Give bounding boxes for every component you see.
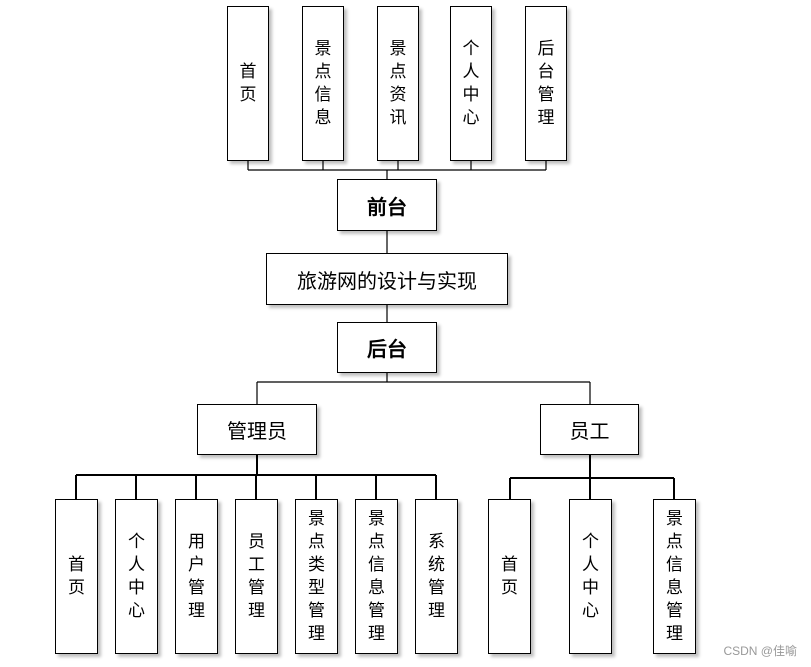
back-node: 后台 [337, 322, 437, 373]
staff-label: 员工 [569, 419, 610, 443]
admin-module-box: 用户管理 [175, 499, 218, 654]
front-module-box: 后台管理 [525, 6, 567, 161]
system-title: 旅游网的设计与实现 [297, 268, 477, 293]
watermark: CSDN @佳喻 [723, 644, 797, 658]
staff-node: 员工 [540, 404, 639, 455]
staff-module-label: 个人中心 [582, 531, 599, 621]
front-module-label: 景点资讯 [389, 38, 407, 128]
front-module-box: 景点资讯 [377, 6, 419, 161]
admin-module-label: 首页 [68, 554, 85, 598]
admin-node: 管理员 [197, 404, 317, 455]
front-node: 前台 [337, 179, 437, 231]
front-module-box: 首页 [227, 6, 269, 161]
admin-module-box: 景点类型管理 [295, 499, 338, 654]
admin-module-label: 景点类型管理 [308, 508, 325, 644]
admin-module-label: 员工管理 [248, 531, 265, 621]
admin-module-box: 员工管理 [235, 499, 278, 654]
staff-module-box: 景点信息管理 [653, 499, 696, 654]
back-label: 后台 [367, 337, 407, 361]
admin-module-label: 用户管理 [188, 531, 205, 621]
staff-module-box: 首页 [488, 499, 531, 654]
front-module-label: 个人中心 [462, 38, 480, 128]
admin-module-box: 首页 [55, 499, 98, 654]
front-module-box: 景点信息 [302, 6, 344, 161]
admin-module-box: 个人中心 [115, 499, 158, 654]
staff-module-label: 首页 [501, 554, 518, 598]
admin-module-box: 系统管理 [415, 499, 458, 654]
front-module-label: 后台管理 [537, 38, 555, 128]
admin-module-box: 景点信息管理 [355, 499, 398, 654]
admin-module-label: 系统管理 [428, 531, 445, 621]
admin-module-label: 景点信息管理 [368, 508, 385, 644]
front-module-label: 首页 [239, 61, 257, 105]
system-title-node: 旅游网的设计与实现 [266, 253, 508, 305]
admin-label: 管理员 [227, 419, 287, 443]
front-module-label: 景点信息 [314, 38, 332, 128]
front-label: 前台 [367, 194, 407, 219]
staff-module-label: 景点信息管理 [666, 508, 683, 644]
front-module-box: 个人中心 [450, 6, 492, 161]
admin-module-label: 个人中心 [128, 531, 145, 621]
staff-module-box: 个人中心 [569, 499, 612, 654]
